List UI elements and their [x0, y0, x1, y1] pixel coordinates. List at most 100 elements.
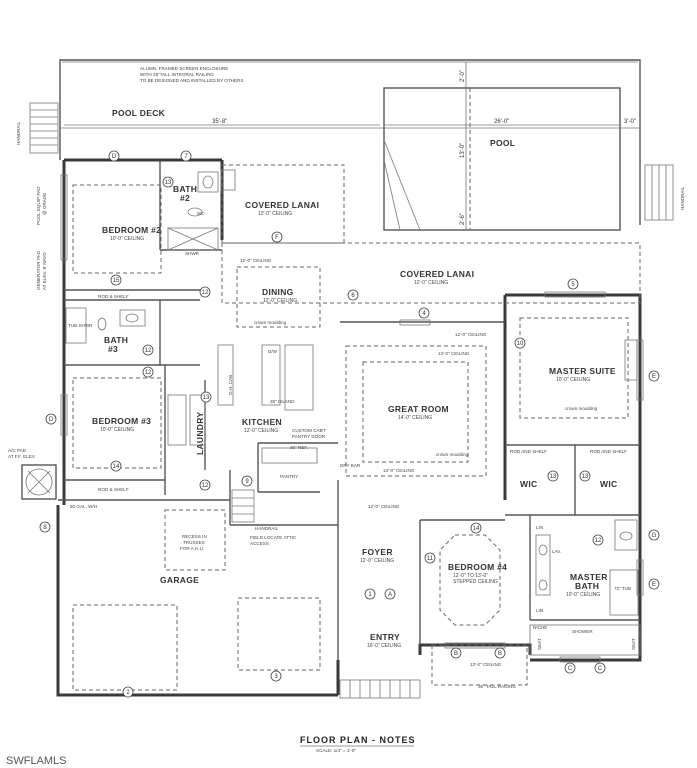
tag-label: 14	[473, 526, 480, 532]
tag-label: B	[498, 651, 502, 657]
tag-circle	[39, 521, 51, 533]
linen-2: LIN	[536, 608, 543, 613]
crown-dining: crown moulding	[254, 320, 287, 325]
tag-circle	[45, 413, 57, 425]
recess-note-3: FOR A.H.U.	[180, 546, 204, 551]
island-note: 36" ISLAND	[270, 399, 295, 404]
tag-label: D	[112, 154, 117, 160]
tag-circle	[199, 479, 211, 491]
shower-note: SHOWER	[572, 629, 593, 634]
tag-circle	[450, 647, 462, 659]
generator-note-2: AT ELEV. 8' NAVD	[42, 252, 47, 290]
bedroom4-ceiling-2: STEPPED CEILING	[453, 579, 498, 585]
bath3-number: #3	[108, 344, 118, 354]
recess-note-1: RECESS IN	[182, 534, 207, 539]
ac-pad-note: A/C PAD	[8, 448, 27, 453]
bath2-label: BATH	[173, 184, 197, 194]
dw-note: D/W	[268, 349, 278, 354]
bedroom4-ceiling-1: 12'-0" TO 13'-0"	[453, 573, 488, 579]
tag-circle	[592, 534, 604, 546]
ceiling-12c: 12'-0" CEILING	[368, 504, 400, 509]
tag-circle	[418, 307, 430, 319]
pool	[383, 87, 621, 231]
tag-label: 12	[202, 290, 209, 296]
tag-label: 8	[43, 525, 47, 531]
lanai-outlines	[72, 164, 641, 691]
custom-cab-note: CUSTOM CAB'T	[292, 428, 326, 433]
tag-circle	[110, 274, 122, 286]
entry-label: ENTRY	[370, 632, 400, 642]
tag-circle	[200, 391, 212, 403]
screen-enclosure	[59, 59, 641, 225]
tag-circle	[271, 231, 283, 243]
tag-circle	[579, 470, 591, 482]
fixtures	[65, 169, 641, 656]
crown-master: crown moulding	[565, 406, 598, 411]
bedroom3-ceiling: 10'-0" CEILING	[100, 427, 134, 433]
tag-label: 14	[113, 464, 120, 470]
tag-label: 12	[202, 483, 209, 489]
tag-label: 12	[595, 538, 602, 544]
screen-note-2: WITH 36"TALL INTEGRAL RAILING	[140, 72, 214, 77]
dining-ceiling: 12'-0" CEILING	[263, 298, 297, 304]
tag-label: C	[598, 666, 603, 672]
tag-circle	[142, 366, 154, 378]
tag-circle	[494, 647, 506, 659]
bath3-label: BATH	[104, 335, 128, 345]
tag-circle	[180, 150, 192, 162]
tag-label: 13	[165, 180, 172, 186]
rod-shelf-wic-right: ROD AND SHELF	[590, 449, 627, 454]
dry-bar-note: DRY BAR	[340, 463, 361, 468]
tag-label: 6	[351, 293, 355, 299]
tag-circle	[648, 578, 660, 590]
oh-cab-note: O.H. CAB	[228, 375, 233, 395]
dim-3-0: 3'-0"	[624, 119, 636, 125]
ac-pad	[21, 464, 57, 500]
tag-circle	[270, 670, 282, 682]
tag-circle	[122, 686, 134, 698]
master-bath-label-2: BATH	[575, 581, 599, 591]
tag-circle	[110, 460, 122, 472]
tag-label: E	[652, 582, 656, 588]
tag-label: 13	[582, 474, 589, 480]
wic-right-label: WIC	[600, 479, 617, 489]
title-block: FLOOR PLAN - NOTES SCALE: 1/4" = 1'-0"	[300, 735, 416, 753]
tag-label: 2	[126, 690, 130, 696]
pantry-door-note: PANTRY DOOR	[292, 434, 326, 439]
tag-circle	[108, 150, 120, 162]
ceiling-12a: 12'-0" CEILING	[240, 258, 272, 263]
tag-label: C	[568, 666, 573, 672]
tub-shower-note: TUB SHWR	[68, 323, 93, 328]
tag-circle	[648, 529, 660, 541]
bedroom4-label: BEDROOM #4	[448, 562, 507, 572]
tag-label: 1	[368, 592, 372, 598]
niche-note: NICHE	[533, 625, 547, 630]
entry-ceiling: 16'-0" CEILING	[367, 643, 401, 649]
master-suite-label: MASTER SUITE	[549, 366, 616, 376]
crown-great-room: crown moulding	[436, 452, 469, 457]
tag-circle	[514, 337, 526, 349]
watermark: SWFLAMLS	[6, 755, 67, 767]
kitchen-ceiling: 12'-0" CEILING	[244, 428, 278, 434]
rod-shelf-1: ROD & SHELF	[98, 294, 129, 299]
wc-note: WC	[197, 211, 205, 216]
left-stairs	[29, 102, 59, 154]
water-heater-note: 50 GAL. W/H	[70, 504, 97, 509]
pool-equip-note: POOL EQUIP PAD	[36, 186, 41, 225]
lav-note: LAV.	[552, 549, 561, 554]
dim-2-0: 2'-0"	[460, 70, 466, 82]
pantry-label: PANTRY	[280, 474, 298, 479]
tag-label: 10	[517, 341, 524, 347]
tag-circle	[347, 289, 359, 301]
pool-equip-note-2: @ GRADE	[42, 193, 47, 215]
tag-circle	[364, 588, 376, 600]
garage-label: GARAGE	[160, 575, 199, 585]
tag-label: A	[388, 592, 392, 598]
tag-circle	[199, 286, 211, 298]
ceiling-13b: 13'-0" CEILING	[383, 468, 415, 473]
tag-label: F	[275, 235, 279, 241]
seat-right: SEAT	[631, 638, 636, 650]
rod-shelf-2: ROD & SHELF	[98, 487, 129, 492]
plan-title: FLOOR PLAN - NOTES	[300, 735, 416, 745]
exterior-walls	[56, 158, 642, 697]
